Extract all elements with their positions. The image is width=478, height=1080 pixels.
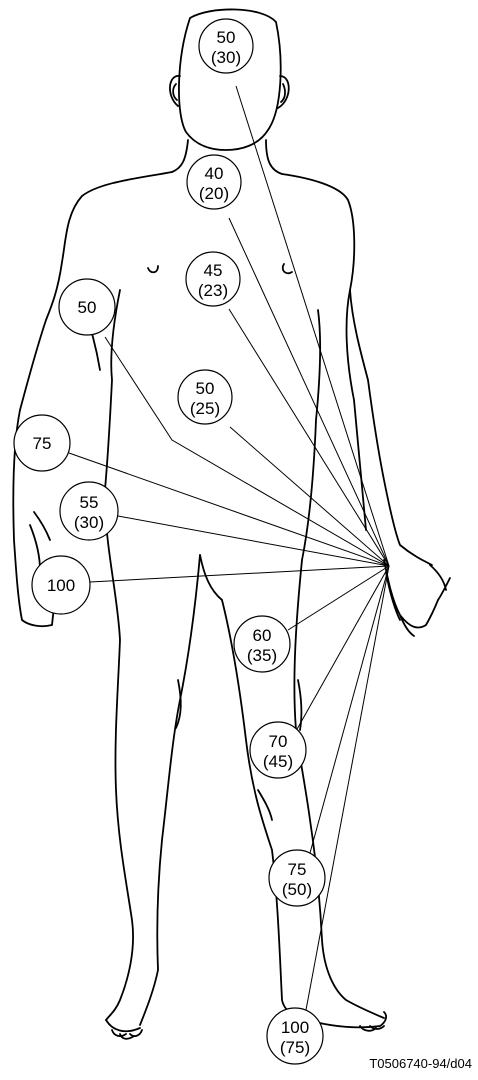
right-ear-inner [281,84,285,102]
point-knee: 70(45) [250,722,306,778]
left-nipple [148,266,158,272]
point-value-wrist: 55 [80,493,99,512]
neck-left [172,140,188,172]
point-subvalue-forehead: (30) [211,48,241,67]
point-thigh: 60(35) [234,616,290,672]
point-subvalue-chest: (23) [198,281,228,300]
left-hip-leg [104,500,133,1020]
point-value-forehead: 50 [217,28,236,47]
right-hand [384,560,450,636]
inner-left-leg [140,555,200,1025]
point-subvalue-foot: (75) [280,1038,310,1057]
point-subvalue-wrist: (30) [74,513,104,532]
point-wrist: 55(30) [60,482,118,540]
right-nipple [283,264,292,273]
leader-line-wrist [118,516,389,566]
point-shin: 75(50) [269,850,325,906]
leader-lines [69,86,389,1010]
point-subvalue-knee: (45) [263,752,293,771]
point-forearm: 75 [14,415,70,471]
leader-line-chest [229,309,389,566]
point-value-shin: 75 [288,860,307,879]
point-value-abdomen: 50 [196,379,215,398]
point-value-foot: 100 [281,1018,309,1037]
point-chest: 45(23) [186,252,240,306]
leader-line-knee [296,566,389,731]
point-upper-arm: 50 [59,279,115,335]
point-value-forearm: 75 [33,434,52,453]
leader-line-forehead [236,86,389,566]
point-value-chest: 45 [204,261,223,280]
point-value-thigh: 60 [253,626,272,645]
crotch [200,555,222,600]
knee-crease [258,790,272,820]
left-torso-arm-outline [13,172,172,626]
point-forehead: 50(30) [199,19,253,73]
point-subvalue-abdomen: (25) [190,399,220,418]
reference-code: T0506740-94/d04 [369,1056,472,1071]
point-neck: 40(20) [187,155,241,209]
point-value-neck: 40 [205,164,224,183]
measurement-points: 50(30)40(20)45(23)5050(25)7555(30)10060(… [14,19,325,1064]
neck-right [266,140,282,174]
leader-line-abdomen [230,427,389,566]
point-value-knee: 70 [269,732,288,751]
leader-line-foot [306,566,389,1010]
point-subvalue-shin: (50) [282,880,312,899]
point-abdomen: 50(25) [178,370,232,424]
point-foot: 100(75) [267,1008,323,1064]
point-subvalue-thigh: (35) [247,646,277,665]
left-foot [106,1020,142,1039]
right-torso-arm-outline [282,174,432,565]
left-ear-inner [173,84,177,100]
point-value-hand: 100 [47,576,75,595]
point-value-upper-arm: 50 [78,298,97,317]
point-hand: 100 [32,556,90,614]
leader-line-hand [90,566,389,582]
leader-line-upper-arm [105,337,389,566]
point-subvalue-neck: (20) [199,184,229,203]
outer-right-leg [294,560,384,1018]
